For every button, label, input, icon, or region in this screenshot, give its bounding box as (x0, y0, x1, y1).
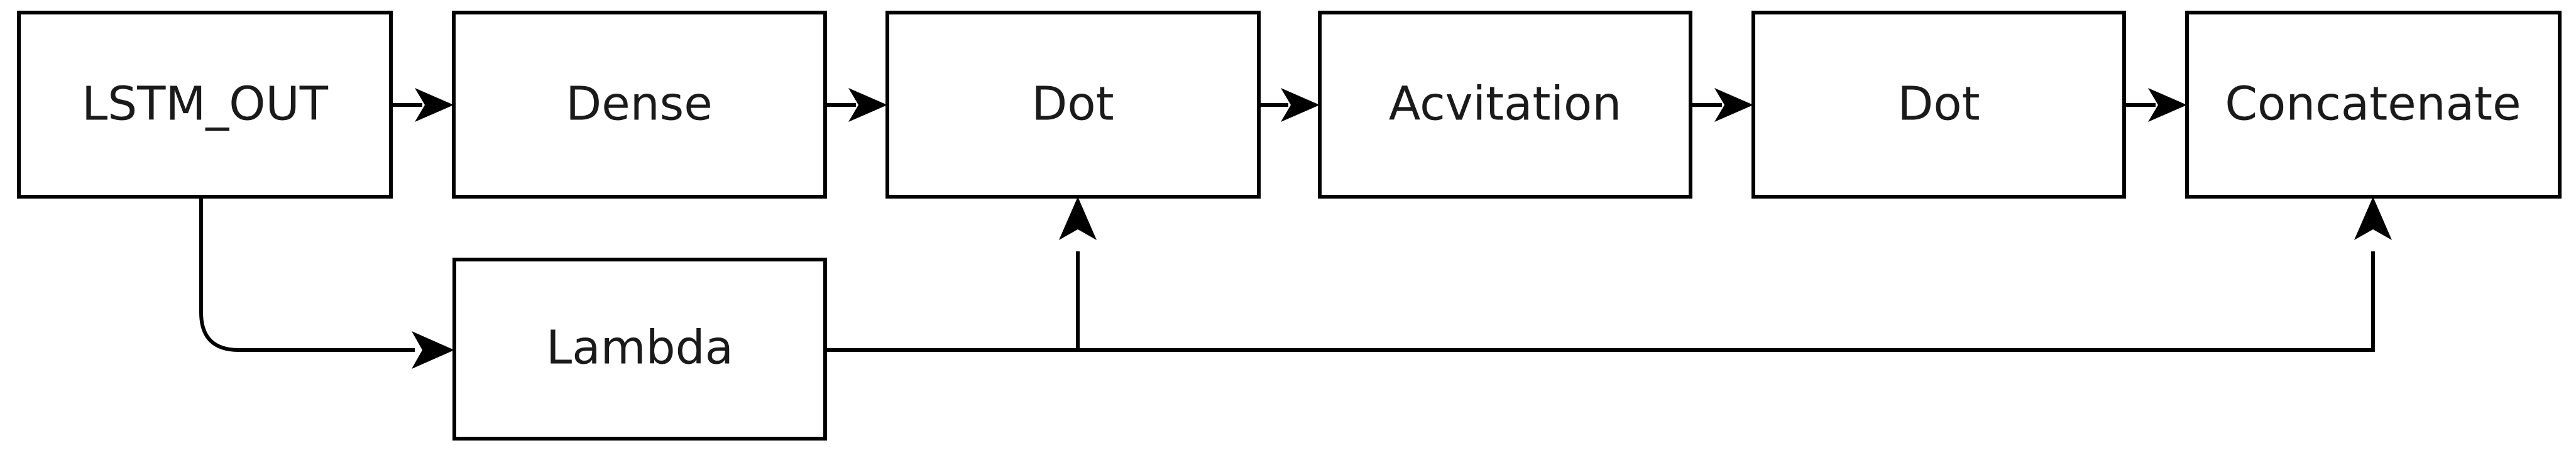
node-dense[interactable]: Dense (452, 11, 827, 199)
node-dot-2-label: Dot (1897, 77, 1980, 131)
edge-dot-2-to-concatenate-arrowhead (2148, 88, 2187, 122)
edge-acvitation-to-dot-2-arrowhead (1714, 88, 1753, 122)
node-acvitation[interactable]: Acvitation (1318, 11, 1692, 199)
edge-lstm-out-to-dense (391, 88, 454, 122)
node-lambda-label: Lambda (546, 321, 733, 375)
edge-acvitation-to-dot-2 (1691, 88, 1753, 122)
edge-dot-1-to-acvitation-arrowhead (1281, 88, 1320, 122)
edge-lambda-to-concatenate-arrowhead (2354, 197, 2392, 240)
edge-lambda-to-dot-1-arrowhead (1059, 197, 1097, 240)
node-dot-1-label: Dot (1031, 77, 1114, 131)
node-acvitation-label: Acvitation (1389, 77, 1621, 131)
edge-lambda-to-dot-1 (825, 197, 1097, 352)
edge-dot-1-to-acvitation (1259, 88, 1320, 122)
edge-lambda-to-concatenate (1078, 197, 2392, 352)
edge-lstm-out-to-lambda-arrowhead (412, 331, 454, 369)
node-lstm-out[interactable]: LSTM_OUT (17, 11, 393, 199)
node-dot-2-box[interactable] (1751, 11, 2126, 199)
edge-dense-to-dot-1 (825, 88, 887, 122)
node-dot-2[interactable]: Dot (1751, 11, 2126, 199)
node-dense-label: Dense (566, 77, 713, 131)
edge-lambda-to-dot-1-path (825, 251, 1080, 352)
node-dot-1[interactable]: Dot (885, 11, 1261, 199)
node-lstm-out-label: LSTM_OUT (82, 77, 329, 131)
node-concatenate-label: Concatenate (2225, 77, 2521, 131)
node-concatenate-box[interactable] (2185, 11, 2562, 199)
node-lambda-box[interactable] (452, 258, 827, 441)
node-lambda[interactable]: Lambda (452, 258, 827, 441)
node-acvitation-box[interactable] (1318, 11, 1692, 199)
edge-lstm-out-to-lambda-path (199, 197, 415, 352)
node-lstm-out-box[interactable] (17, 11, 393, 199)
node-dense-box[interactable] (452, 11, 827, 199)
node-dot-1-box[interactable] (885, 11, 1261, 199)
edge-lstm-out-to-lambda (199, 197, 454, 369)
edge-lstm-out-to-dense-arrowhead (415, 88, 454, 122)
edge-dense-to-dot-1-arrowhead (848, 88, 887, 122)
edge-dot-2-to-concatenate (2124, 88, 2187, 122)
edge-lambda-to-concatenate-path (1078, 251, 2375, 352)
node-concatenate[interactable]: Concatenate (2185, 11, 2562, 199)
